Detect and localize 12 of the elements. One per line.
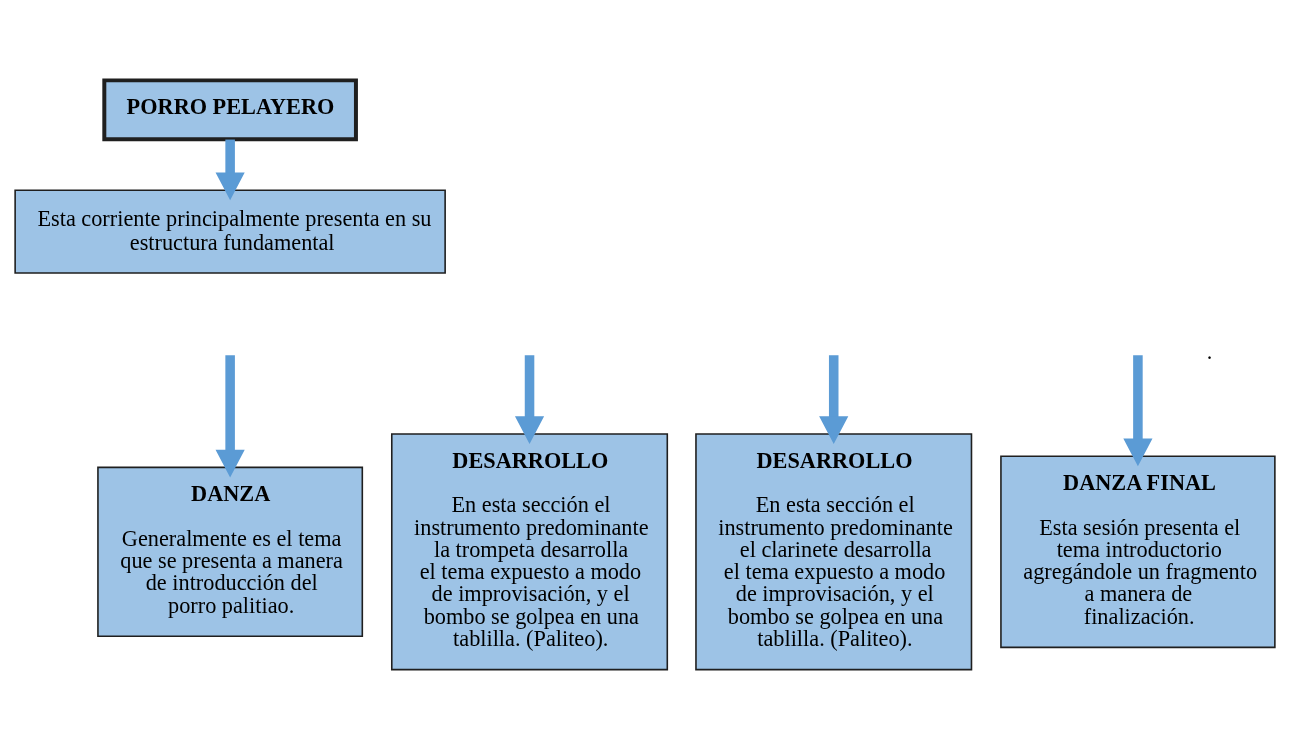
node-box: DANZA Generalmente es el tema que se presenta a manera de introducción del porro palitiao. xyxy=(97,466,364,637)
node-box: Esta corriente principalmente presenta en su estructura fundamental xyxy=(14,189,446,274)
arrow xyxy=(1123,355,1153,467)
arrow xyxy=(215,355,245,478)
node-box: PORRO PELAYERO xyxy=(102,78,358,142)
node-box: DANZA FINAL Esta sesión presenta el tema introductorio agregándole un fragmento a manera de finalización. xyxy=(1000,455,1276,649)
node-box: DESARROLLO En esta sección el instrumento predominante la trompeta desarrolla el tema expuesto a modo de improvisación, y el bombo se golpea en una tablilla. (Paliteo). xyxy=(391,433,669,671)
label: . xyxy=(1206,339,1213,365)
arrow xyxy=(819,355,849,444)
arrow xyxy=(514,355,545,444)
node-box: DESARROLLO En esta sección el instrumento predominante el clarinete desarrolla el tema expuesto a modo de improvisación, y el bombo se golpea en una tablilla. (Paliteo). xyxy=(695,433,973,671)
arrow xyxy=(215,139,245,201)
